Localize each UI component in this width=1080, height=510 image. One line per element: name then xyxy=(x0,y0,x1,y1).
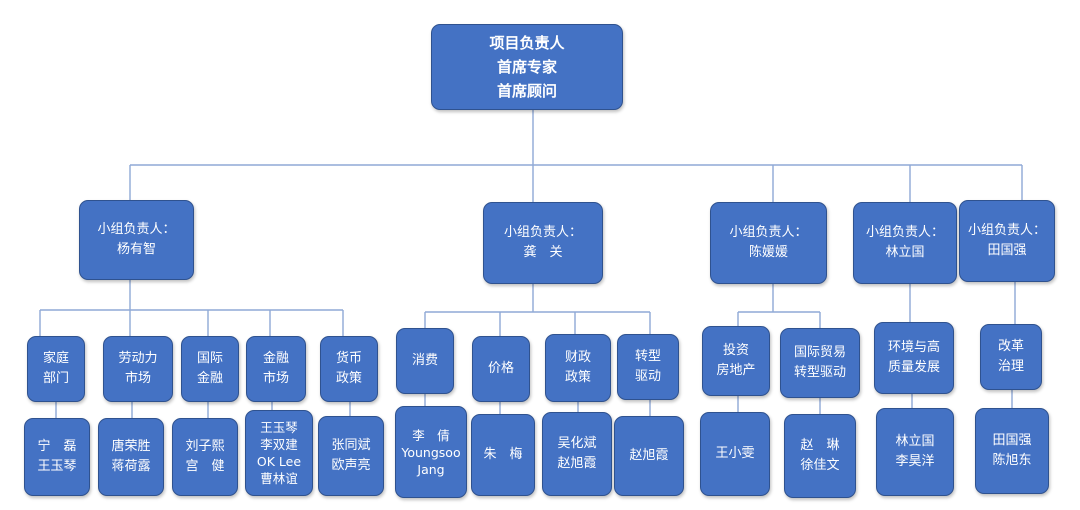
topic-box: 环境与高 质量发展 xyxy=(874,322,954,394)
chief-advisor-title: 首席顾问 xyxy=(496,82,557,100)
group-leader-box: 小组负责人： 杨有智 xyxy=(79,200,194,280)
topic-label: 价格 xyxy=(487,361,514,376)
topic-label: 金融 xyxy=(196,371,223,386)
member-box: 吴化斌 赵旭霞 xyxy=(542,412,612,496)
topic-label: 政策 xyxy=(564,370,591,385)
topic-label: 治理 xyxy=(997,359,1024,374)
topic-box: 国际贸易 转型驱动 xyxy=(780,328,860,398)
member-box: 林立国 李昊洋 xyxy=(876,408,954,496)
topic-label: 消费 xyxy=(411,353,438,368)
project-leader-title: 项目负责人 xyxy=(489,34,565,52)
member-box: 朱 梅 xyxy=(471,414,535,496)
member-box: 刘子熙 宫 健 xyxy=(172,418,238,496)
member-name: Jang xyxy=(417,461,445,477)
topic-label: 质量发展 xyxy=(887,360,940,375)
group-leader-box: 小组负责人： 林立国 xyxy=(853,202,957,284)
member-box: 赵 琳 徐佳文 xyxy=(784,414,856,498)
group-leader-name: 龚 关 xyxy=(523,245,563,260)
group-leader-name: 田国强 xyxy=(987,243,1027,258)
topic-box: 投资 房地产 xyxy=(702,326,770,396)
topic-label: 政策 xyxy=(335,371,362,386)
topic-box: 价格 xyxy=(472,336,530,402)
topic-label: 驱动 xyxy=(634,369,661,384)
member-name: 曹林谊 xyxy=(260,471,298,486)
member-name: 宁 磊 xyxy=(37,439,77,454)
member-name: 李昊洋 xyxy=(895,454,935,469)
topic-label: 转型 xyxy=(634,349,661,364)
member-box: 王玉琴 李双建 OK Lee 曹林谊 xyxy=(245,410,313,496)
group-leader-label: 小组负责人： xyxy=(729,225,808,240)
member-box: 赵旭霞 xyxy=(614,416,684,496)
topic-label: 转型驱动 xyxy=(793,365,846,380)
topic-label: 财政 xyxy=(564,350,591,365)
group-leader-box: 小组负责人： 陈媛媛 xyxy=(710,202,827,284)
group-leader-name: 林立国 xyxy=(885,245,925,260)
member-box: 李 倩 Youngsoo Jang xyxy=(395,406,467,498)
topic-label: 金融 xyxy=(262,351,289,366)
chief-expert-title: 首席专家 xyxy=(496,58,557,76)
member-name: 李 倩 xyxy=(412,427,450,443)
member-name: 欧声亮 xyxy=(331,458,371,473)
member-name: OK Lee xyxy=(256,454,302,469)
topic-label: 家庭 xyxy=(42,351,69,366)
member-name: 唐荣胜 xyxy=(111,439,151,454)
member-name: 王玉琴 xyxy=(37,459,77,474)
member-name: 宫 健 xyxy=(185,459,225,474)
member-name: 张同斌 xyxy=(331,438,371,453)
topic-label: 部门 xyxy=(42,371,69,386)
member-name: 田国强 xyxy=(992,433,1032,448)
member-name: 刘子熙 xyxy=(185,439,225,454)
group-leader-name: 陈媛媛 xyxy=(748,245,788,260)
topic-box: 改革 治理 xyxy=(980,324,1042,390)
topic-label: 国际 xyxy=(196,351,223,366)
topic-box: 劳动力 市场 xyxy=(103,336,173,402)
member-name: 王小雯 xyxy=(715,446,755,461)
member-name: 蒋荷露 xyxy=(111,459,151,474)
topic-label: 房地产 xyxy=(716,363,756,378)
group-leader-name: 杨有智 xyxy=(116,242,156,257)
topic-box: 金融 市场 xyxy=(246,336,306,402)
member-box: 王小雯 xyxy=(700,412,770,496)
member-name: 林立国 xyxy=(895,434,935,449)
topic-box: 国际 金融 xyxy=(181,336,239,402)
member-name: 王玉琴 xyxy=(260,420,298,435)
topic-box: 家庭 部门 xyxy=(27,336,85,402)
topic-label: 劳动力 xyxy=(118,351,158,366)
member-box: 田国强 陈旭东 xyxy=(975,408,1049,494)
member-name: 赵 琳 xyxy=(800,438,840,453)
member-box: 张同斌 欧声亮 xyxy=(318,416,384,496)
topic-box: 消费 xyxy=(396,328,454,394)
topic-label: 市场 xyxy=(262,371,289,386)
member-name: Youngsoo xyxy=(401,444,461,460)
topic-label: 环境与高 xyxy=(887,340,940,355)
group-leader-label: 小组负责人： xyxy=(865,225,944,240)
topic-box: 财政 政策 xyxy=(545,334,611,402)
group-leader-label: 小组负责人： xyxy=(97,222,176,237)
group-leader-label: 小组负责人： xyxy=(503,225,582,240)
topic-label: 投资 xyxy=(722,343,749,358)
member-name: 赵旭霞 xyxy=(629,448,669,463)
topic-box: 转型 驱动 xyxy=(617,334,679,400)
topic-label: 货币 xyxy=(335,351,362,366)
member-name: 吴化斌 xyxy=(557,436,597,451)
group-leader-label: 小组负责人： xyxy=(967,223,1046,238)
group-leader-box: 小组负责人： 龚 关 xyxy=(483,202,603,284)
member-box: 宁 磊 王玉琴 xyxy=(24,418,90,496)
member-name: 李双建 xyxy=(260,437,298,452)
topic-label: 国际贸易 xyxy=(793,345,846,360)
member-box: 唐荣胜 蒋荷露 xyxy=(98,418,164,496)
project-leader-box: 项目负责人 首席专家 首席顾问 xyxy=(431,24,623,110)
member-name: 朱 梅 xyxy=(483,447,523,462)
topic-label: 市场 xyxy=(124,371,151,386)
group-leader-box: 小组负责人： 田国强 xyxy=(959,200,1055,282)
member-name: 陈旭东 xyxy=(992,453,1032,468)
topic-box: 货币 政策 xyxy=(320,336,378,402)
member-name: 赵旭霞 xyxy=(557,456,597,471)
topic-label: 改革 xyxy=(997,339,1024,354)
member-name: 徐佳文 xyxy=(800,458,840,473)
